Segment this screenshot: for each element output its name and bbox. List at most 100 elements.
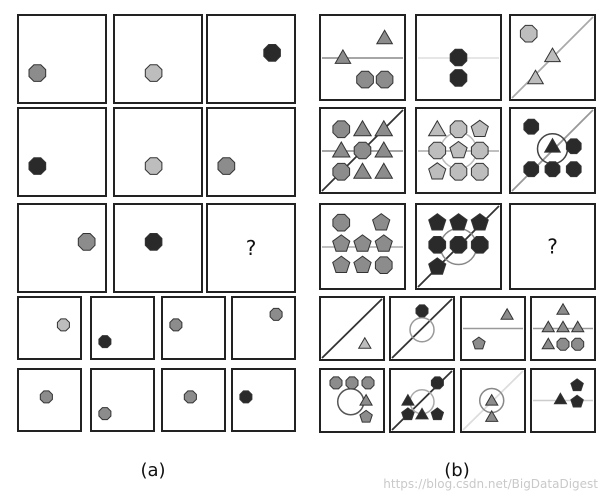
- diagonal-line: [321, 298, 383, 359]
- octagon-shape: [565, 161, 582, 178]
- panel-b-cell: [319, 14, 406, 101]
- panel-b-answer: [319, 296, 385, 361]
- pentagon-shape: [428, 162, 447, 180]
- diagonal-line: [391, 298, 453, 359]
- octagon-shape: [77, 233, 96, 251]
- octagon-shape: [169, 318, 183, 332]
- octagon-shape: [332, 162, 351, 181]
- octagon-shape: [470, 162, 489, 181]
- panel-a: ?: [17, 14, 296, 432]
- pentagon-shape: [372, 213, 391, 231]
- panel-a-cell: [17, 203, 107, 293]
- panel-a-answer: [161, 296, 226, 360]
- triangle-shape: [359, 393, 373, 406]
- octagon-shape: [470, 141, 489, 160]
- octagon-shape: [356, 70, 374, 89]
- pentagon-shape: [353, 255, 372, 273]
- octagon-shape: [428, 141, 447, 160]
- circle-outline: [409, 317, 435, 343]
- panel-b-cell: [415, 14, 502, 101]
- triangle-shape: [484, 393, 499, 406]
- panel-b-cell: [319, 203, 406, 290]
- octagon-shape: [449, 236, 468, 254]
- cell-frame: [113, 14, 203, 104]
- octagon-shape: [28, 64, 47, 82]
- panel-b-cell: [509, 14, 596, 101]
- triangle-shape: [415, 407, 429, 420]
- triangle-shape: [541, 337, 556, 350]
- panel-b-answer: [460, 296, 526, 361]
- panel-a-label: (a): [140, 460, 165, 481]
- panel-b-cell: [509, 107, 596, 194]
- pentagon-shape: [353, 234, 372, 252]
- triangle-shape: [331, 140, 351, 158]
- octagon-shape: [329, 376, 343, 390]
- panel-a-cell: [206, 107, 296, 197]
- panel-a-cell: [113, 107, 203, 197]
- octagon-shape: [269, 307, 283, 321]
- octagon-shape: [523, 161, 540, 178]
- pentagon-shape: [470, 213, 489, 231]
- triangle-shape: [570, 320, 585, 333]
- cell-frame: [206, 14, 296, 104]
- pentagon-shape: [449, 213, 468, 231]
- pentagon-shape: [470, 119, 489, 137]
- octagon-shape: [239, 390, 253, 404]
- octagon-shape: [428, 236, 447, 254]
- octagon-shape: [544, 161, 561, 178]
- octagon-shape: [523, 118, 540, 135]
- panel-b-cell: ?: [509, 203, 596, 290]
- octagon-shape: [263, 44, 281, 62]
- cell-frame: [90, 296, 155, 360]
- triangle-shape: [374, 119, 394, 137]
- cell-frame: [17, 107, 107, 197]
- triangle-shape: [374, 140, 394, 158]
- octagon-shape: [361, 376, 375, 390]
- panel-b-cell: [415, 107, 502, 194]
- octagon-shape: [449, 120, 468, 139]
- octagon-shape: [144, 233, 163, 251]
- cell-frame: [206, 107, 296, 197]
- octagon-shape: [449, 48, 468, 67]
- panel-b-answer: [530, 296, 596, 361]
- panel-b: ?: [319, 14, 596, 433]
- octagon-shape: [98, 407, 112, 421]
- pentagon-shape: [449, 140, 468, 159]
- pentagon-shape: [374, 234, 393, 252]
- pentagon-shape: [401, 407, 415, 421]
- panel-a-cell: [17, 107, 107, 197]
- triangle-shape: [401, 393, 415, 406]
- panel-b-label: (b): [444, 460, 469, 481]
- octagon-shape: [217, 157, 236, 175]
- panel-a-answer: [90, 368, 155, 432]
- cell-frame: [231, 296, 296, 360]
- cell-frame: [206, 203, 296, 293]
- panel-a-answer: [161, 368, 226, 432]
- octagon-shape: [375, 70, 394, 89]
- triangle-shape: [352, 162, 373, 179]
- octagon-shape: [430, 376, 444, 390]
- triangle-shape: [427, 119, 447, 137]
- pentagon-shape: [472, 336, 486, 350]
- cell-frame: [509, 203, 596, 290]
- octagon-shape: [332, 213, 351, 232]
- triangle-shape: [334, 48, 352, 64]
- octagon-shape: [449, 162, 468, 181]
- cell-frame: [113, 107, 203, 197]
- panel-a-cell: [206, 203, 296, 293]
- panel-a-cell: [17, 14, 107, 104]
- triangle-shape: [484, 409, 499, 422]
- pentagon-shape: [359, 409, 373, 423]
- pentagon-shape: [428, 213, 447, 231]
- octagon-shape: [144, 157, 163, 175]
- triangle-shape: [543, 47, 562, 63]
- question-mark: ?: [246, 236, 257, 260]
- panel-b-answer: [319, 368, 385, 433]
- triangle-shape: [556, 302, 570, 315]
- octagon-shape: [449, 69, 468, 87]
- pentagon-shape: [430, 407, 445, 421]
- triangle-shape: [556, 320, 570, 333]
- panel-a-cell: [113, 203, 203, 293]
- pentagon-shape: [570, 394, 584, 408]
